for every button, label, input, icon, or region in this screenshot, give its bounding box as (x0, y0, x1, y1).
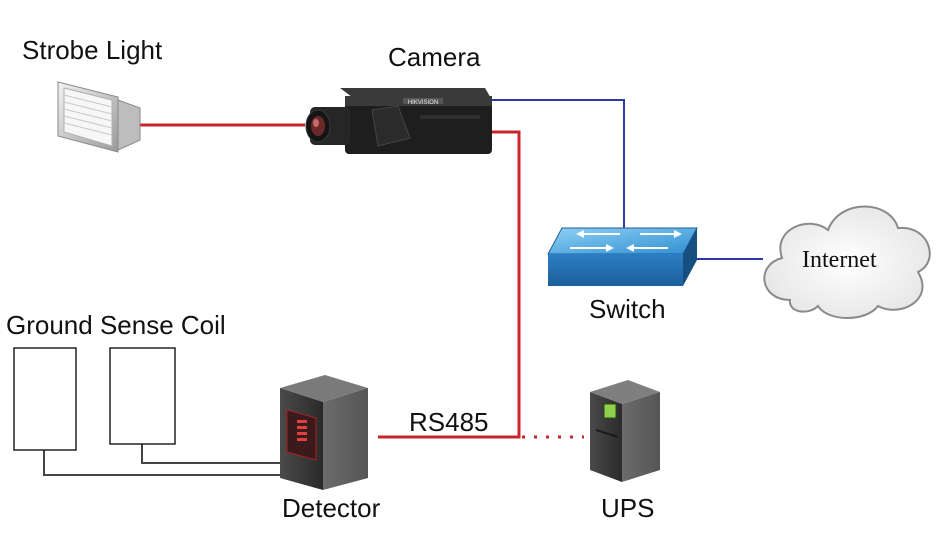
coil-box-icon (13, 347, 176, 451)
rs485-label: RS485 (409, 407, 489, 437)
camera-brand-text: HIKVISION (408, 100, 438, 106)
strobe-light-label: Strobe Light (22, 35, 163, 65)
internet-label: Internet (802, 247, 877, 273)
switch-icon (547, 227, 698, 286)
ups-cabinet-icon (590, 380, 660, 482)
strobe-light-icon (57, 81, 141, 153)
link-coils-detector (43, 444, 285, 476)
link-camera-switch (492, 99, 625, 232)
detector-label: Detector (282, 493, 381, 523)
link-rs485 (378, 130, 521, 439)
switch-label: Switch (589, 294, 666, 324)
camera-icon: HIKVISION (305, 88, 492, 154)
internet-cloud-icon (763, 205, 931, 319)
ups-label: UPS (601, 493, 655, 523)
detector-cabinet-icon (280, 375, 368, 490)
camera-label: Camera (388, 42, 481, 72)
ground-sense-coil-label: Ground Sense Coil (6, 310, 226, 340)
